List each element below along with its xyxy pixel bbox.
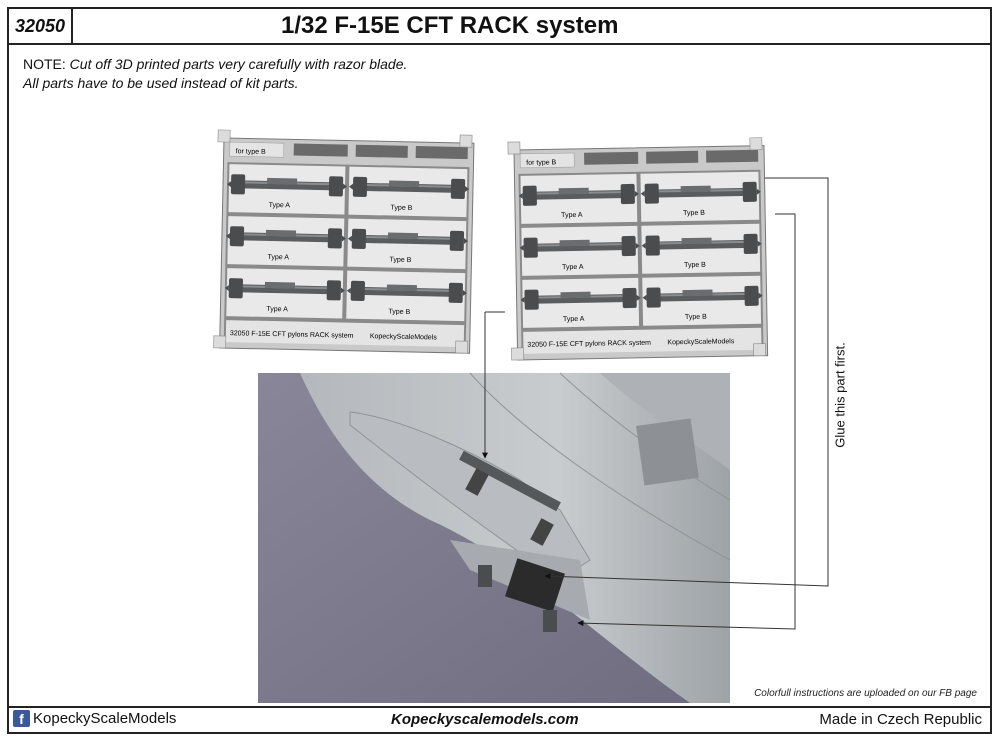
sprue-label-type-b: Type B — [683, 210, 705, 217]
footer-bar: f KopeckyScaleModels Kopeckyscalemodels.… — [9, 706, 990, 732]
sprue-footer-right: KopeckyScaleModels — [667, 338, 735, 346]
sprue-label-type-b: Type B — [388, 308, 410, 315]
sprue-label-type-b: Type B — [389, 256, 411, 263]
glue-first-callout: Glue this part first. — [830, 330, 850, 460]
sprue-label-type-a: Type A — [561, 212, 583, 219]
aircraft-photo: Colorfull instructions are uploaded on o… — [258, 372, 977, 703]
sprue-label-type-a: Type A — [562, 264, 584, 271]
header-bar: 32050 1/32 F-15E CFT RACK system — [9, 9, 990, 45]
sprue-sheet-right: for type B Type A Type B Type A Type B T… — [508, 138, 768, 360]
sprue-footer-left: 32050 F-15E CFT pylons RACK system — [527, 340, 651, 349]
sprue-label-type-b: Type B — [685, 314, 707, 321]
facebook-brand[interactable]: f KopeckyScaleModels — [13, 710, 176, 727]
sprue-label-type-b: Type B — [684, 262, 706, 269]
sprue-footer-right: KopeckyScaleModels — [370, 333, 438, 341]
sprue-label-type-a: Type A — [563, 316, 585, 323]
page-title: 1/32 F-15E CFT RACK system — [281, 12, 619, 39]
brand-name: KopeckyScaleModels — [33, 710, 177, 727]
glue-text: Glue this part first. — [832, 342, 848, 448]
sprue-label-type-a: Type A — [267, 254, 289, 261]
facebook-icon: f — [13, 710, 30, 727]
made-in-label: Made in Czech Republic — [819, 711, 982, 728]
sprue-label-type-a: Type A — [266, 306, 288, 313]
callout-lines — [482, 177, 829, 630]
note-line-1: Cut off 3D printed parts very carefully … — [69, 56, 408, 72]
assembly-note: NOTE: Cut off 3D printed parts very care… — [23, 55, 407, 93]
page-frame: 32050 1/32 F-15E CFT RACK system NOTE: C… — [7, 7, 992, 734]
sprue-label-for-type-b: for type B — [526, 159, 556, 167]
sprue-label-type-b: Type B — [390, 205, 412, 212]
note-line-2: All parts have to be used instead of kit… — [23, 75, 299, 91]
sprue-footer-left: 32050 F-15E CFT pylons RACK system — [230, 330, 354, 340]
note-prefix: NOTE: — [23, 56, 70, 72]
sprue-label-for-type-b: for type B — [236, 148, 266, 156]
product-code: 32050 — [9, 9, 73, 43]
rack-part-on-photo — [459, 450, 561, 632]
sprue-sheet-left: for type B Type A Type B Type A Type B T… — [214, 130, 475, 353]
sprue-label-type-a: Type A — [269, 202, 291, 209]
website-link[interactable]: Kopeckyscalemodels.com — [391, 711, 579, 728]
photo-caption: Colorfull instructions are uploaded on o… — [754, 688, 977, 699]
